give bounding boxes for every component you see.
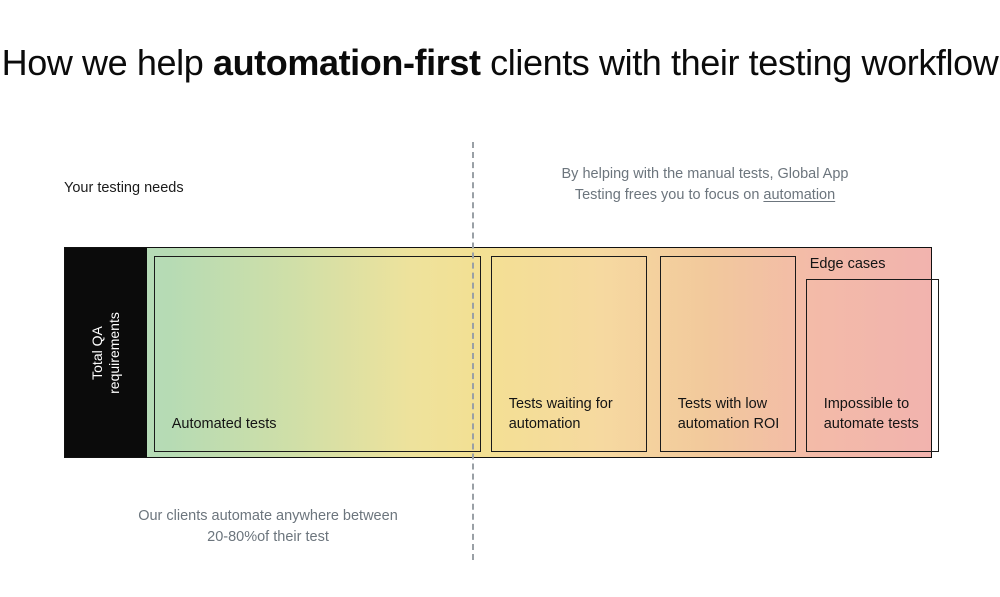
sidebar-label: Total QA requirements — [89, 312, 123, 394]
caption-right-line2-prefix: Testing frees you to focus on — [574, 187, 764, 203]
segment-label: Automated tests — [171, 416, 277, 432]
edge-cases-label: Edge cases — [809, 256, 886, 272]
segment-automated-tests[interactable]: Automated tests — [153, 256, 481, 452]
automation-link[interactable]: automation — [763, 187, 836, 203]
segment-label: Impossible to automate tests — [823, 396, 919, 432]
segment-container: Automated tests Tests waiting for automa… — [147, 248, 939, 457]
sidebar-label-line1: Total QA — [88, 325, 105, 380]
total-qa-requirements-sidebar: Total QA requirements — [65, 248, 147, 457]
qa-requirements-bar: Total QA requirements Automated tests Te… — [64, 247, 939, 458]
segment-tests-waiting-for-automation[interactable]: Tests waiting for automation — [490, 256, 647, 452]
title-part-before: How we help — [1, 42, 213, 83]
page-title: How we help automation-first clients wit… — [0, 42, 1000, 83]
title-part-strong: automation-first — [212, 42, 481, 83]
caption-right-line1: By helping with the manual tests, Global… — [561, 166, 849, 182]
segment-impossible-to-automate-tests[interactable]: Impossible to automate tests — [805, 279, 939, 452]
segment-tests-with-low-automation-roi[interactable]: Tests with low automation ROI — [659, 256, 796, 452]
title-part-after: clients with their testing workflow — [480, 42, 999, 83]
caption-manual-tests-help: By helping with the manual tests, Global… — [540, 164, 870, 206]
caption-your-testing-needs: Your testing needs — [64, 180, 184, 196]
caption-bottom-line2: 20-80%of their test — [207, 529, 329, 545]
sidebar-label-line2: requirements — [105, 311, 122, 394]
segment-label: Tests waiting for automation — [508, 396, 613, 432]
caption-automation-range: Our clients automate anywhere between 20… — [118, 506, 418, 548]
segment-label: Tests with low automation ROI — [677, 396, 780, 432]
caption-bottom-line1: Our clients automate anywhere between — [138, 508, 398, 524]
vertical-dashed-divider — [472, 142, 474, 560]
